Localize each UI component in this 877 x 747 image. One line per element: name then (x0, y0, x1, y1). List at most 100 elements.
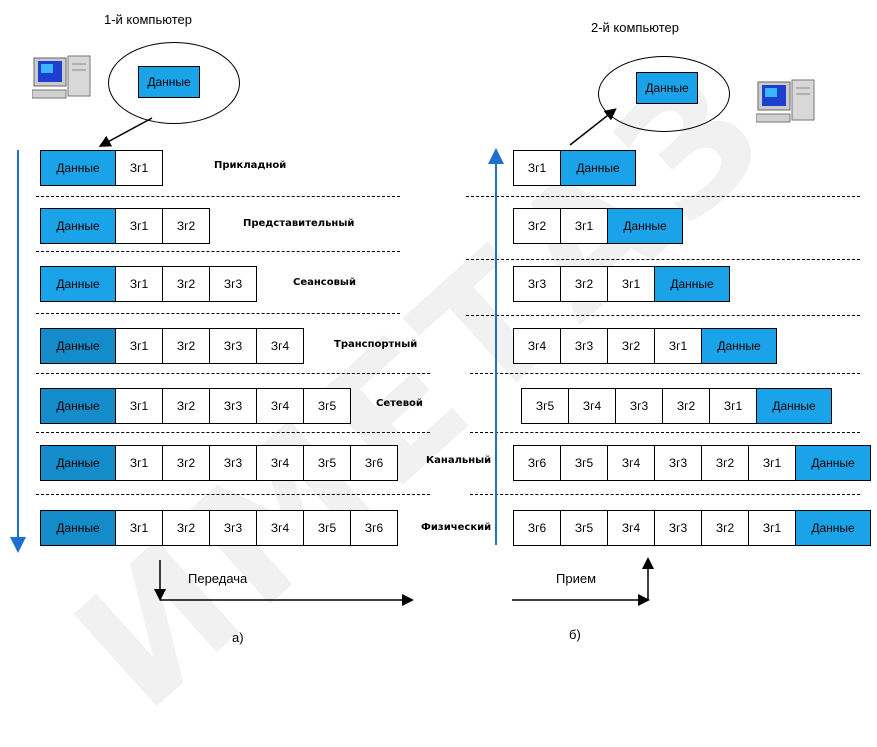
layer-separator (470, 432, 860, 433)
header-cell: Зг5 (303, 388, 351, 424)
layer-label: Канальный (426, 455, 492, 466)
data-block: Данные (40, 328, 116, 364)
header-cell: Зг1 (115, 445, 163, 481)
layer-separator (466, 259, 860, 260)
right-ellipse-data: Данные (636, 72, 698, 104)
layer-label: Сеансовый (293, 277, 356, 288)
header-cell: Зг3 (615, 388, 663, 424)
header-cell: Зг2 (162, 445, 210, 481)
header-cell: Зг3 (560, 328, 608, 364)
layer-separator (36, 196, 400, 197)
header-cell: Зг2 (162, 510, 210, 546)
header-cell: Зг5 (521, 388, 569, 424)
header-cell: Зг4 (513, 328, 561, 364)
header-cell: Зг1 (709, 388, 757, 424)
header-cell: Зг6 (350, 510, 398, 546)
header-cell: Зг4 (568, 388, 616, 424)
header-cell: Зг3 (654, 445, 702, 481)
header-cell: Зг2 (162, 266, 210, 302)
layer-label: Физический (421, 522, 492, 533)
header-cell: Зг4 (256, 445, 304, 481)
header-cell: Зг2 (162, 208, 210, 244)
data-block: Данные (654, 266, 730, 302)
header-cell: Зг4 (256, 510, 304, 546)
layer-separator (466, 315, 860, 316)
receive-label: Прием (556, 571, 597, 586)
header-cell: Зг2 (162, 328, 210, 364)
header-cell: Зг2 (607, 328, 655, 364)
header-cell: Зг3 (654, 510, 702, 546)
layer-separator (36, 251, 400, 252)
header-cell: Зг4 (256, 388, 304, 424)
header-cell: Зг3 (513, 266, 561, 302)
layer-separator (36, 373, 430, 374)
data-block: Данные (560, 150, 636, 186)
left-ellipse-data: Данные (138, 66, 200, 98)
arrows-overlay (10, 108, 654, 606)
layer-separator (36, 494, 430, 495)
header-cell: Зг5 (303, 445, 351, 481)
layer-separator (470, 494, 860, 495)
header-cell: Зг4 (256, 328, 304, 364)
right-computer-title: 2-й компьютер (591, 20, 679, 35)
layer-separator (36, 313, 400, 314)
header-cell: Зг2 (560, 266, 608, 302)
header-cell: Зг1 (513, 150, 561, 186)
data-block: Данные (701, 328, 777, 364)
transmit-label: Передача (188, 571, 248, 586)
data-block: Данные (607, 208, 683, 244)
header-cell: Зг2 (162, 388, 210, 424)
header-cell: Зг5 (560, 445, 608, 481)
header-cell: Зг6 (350, 445, 398, 481)
header-cell: Зг1 (115, 266, 163, 302)
data-block: Данные (40, 150, 116, 186)
left-caption: а) (232, 630, 244, 645)
header-cell: Зг4 (607, 510, 655, 546)
header-cell: Зг1 (115, 208, 163, 244)
data-block: Данные (40, 388, 116, 424)
left-ellipse-arrow (98, 117, 153, 147)
header-cell: Зг2 (513, 208, 561, 244)
left-data-ellipse (108, 42, 240, 124)
header-cell: Зг2 (701, 445, 749, 481)
header-cell: Зг1 (115, 510, 163, 546)
header-cell: Зг1 (115, 150, 163, 186)
layer-separator (36, 432, 430, 433)
header-cell: Зг3 (209, 328, 257, 364)
header-cell: Зг5 (303, 510, 351, 546)
header-cell: Зг2 (701, 510, 749, 546)
data-block: Данные (795, 445, 871, 481)
right-data-ellipse (598, 56, 730, 132)
header-cell: Зг1 (560, 208, 608, 244)
right-ellipse-arrow (569, 108, 617, 146)
layer-separator (466, 196, 860, 197)
right-caption: б) (569, 627, 581, 642)
data-block: Данные (756, 388, 832, 424)
header-cell: Зг3 (209, 445, 257, 481)
layer-separator (470, 373, 860, 374)
header-cell: Зг3 (209, 510, 257, 546)
header-cell: Зг1 (607, 266, 655, 302)
layer-label: Сетевой (376, 398, 423, 409)
layer-label: Транспортный (334, 339, 418, 350)
header-cell: Зг2 (662, 388, 710, 424)
header-cell: Зг1 (115, 388, 163, 424)
header-cell: Зг4 (607, 445, 655, 481)
data-block: Данные (40, 445, 116, 481)
data-block: Данные (40, 266, 116, 302)
layer-label: Прикладной (214, 160, 287, 171)
layer-label: Представительный (243, 218, 355, 229)
